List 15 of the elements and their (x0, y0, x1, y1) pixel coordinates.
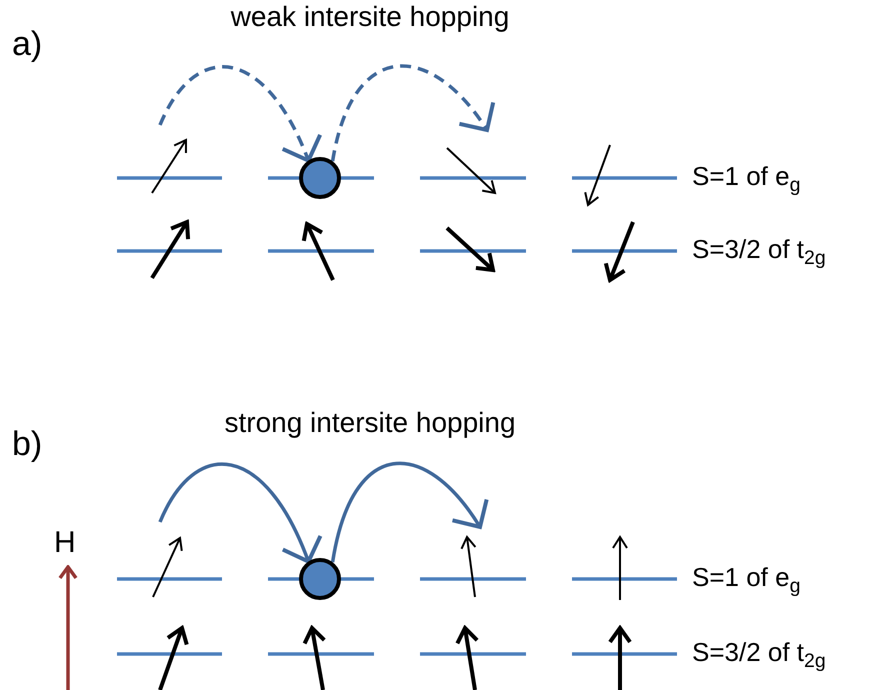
hopping-arrow (330, 462, 488, 563)
label-text: H (54, 526, 76, 559)
label-text: a) (12, 26, 42, 64)
hopping-arrow (158, 65, 321, 163)
label-text: S=1 of e$_{g}$ (692, 563, 800, 598)
label-text: S=1 of e$_{g}$ (692, 162, 800, 196)
filled-circle (299, 157, 341, 199)
label-text: strong intersite hopping (224, 408, 516, 439)
label-text: weak intersite hopping (230, 2, 510, 33)
label-text: S=3/2 of t$_{2g}$ (692, 235, 826, 270)
hopping-arrow (158, 462, 322, 564)
hopping-arrow (330, 64, 494, 162)
label-text: b) (12, 426, 42, 464)
label-text: S=3/2 of t$_{2g}$ (692, 638, 826, 672)
filled-circle (299, 558, 341, 600)
